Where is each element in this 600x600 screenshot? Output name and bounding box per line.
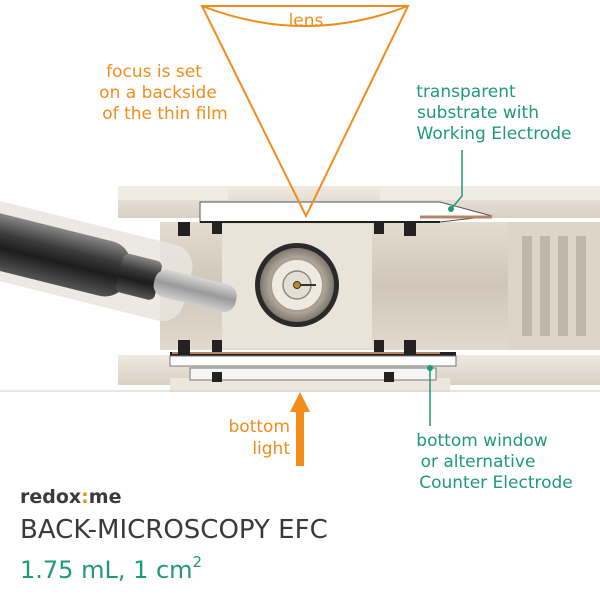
- bottom-window-line-2: or alternative: [421, 452, 536, 472]
- focus-label: focus is set on a backside of the thin f…: [99, 62, 228, 124]
- top-clamp-right: [404, 222, 416, 236]
- electrode-tip: [153, 269, 237, 313]
- reference-electrode: [0, 201, 237, 322]
- bottom-clamp-foot-right: [384, 372, 394, 382]
- lens-label: lens: [289, 11, 324, 31]
- focus-line-3: of the thin film: [102, 104, 227, 124]
- bottom-window: [169, 340, 457, 382]
- electrode-collar: [115, 253, 162, 300]
- bottom-clamp-right: [404, 340, 416, 354]
- top-clamp-mid-right: [374, 222, 384, 234]
- substrate-line-2: substrate with: [417, 103, 539, 123]
- product-spec: 1.75 mL, 1 cm2: [20, 553, 202, 584]
- focus-line-2: on a backside: [99, 83, 217, 103]
- bottom-clamp-left: [178, 340, 190, 354]
- substrate-label: transparent substrate with Working Elect…: [416, 82, 571, 144]
- bottom-light-line-2: light: [252, 439, 290, 459]
- bottom-window-line-3: Counter Electrode: [419, 473, 573, 493]
- bottom-window-leader-dot: [427, 365, 433, 371]
- bottom-window-label: bottom window or alternative Counter Ele…: [416, 431, 572, 493]
- focus-line-1: focus is set: [106, 62, 202, 82]
- lens-arc: [201, 5, 409, 27]
- substrate-line-3: Working Electrode: [417, 124, 572, 144]
- substrate-leader-dot: [448, 206, 454, 212]
- bottom-clamp-mid-right: [374, 340, 384, 352]
- bottom-light-line-1: bottom: [229, 417, 290, 437]
- product-spec-main: 1.75 mL, 1 cm: [20, 556, 193, 584]
- threaded-port: [508, 222, 600, 350]
- substrate-line-1: transparent: [416, 82, 516, 102]
- top-clamp-mid-left: [212, 222, 222, 234]
- bottom-window-line-1: bottom window: [416, 431, 547, 451]
- bottom-plate-lower: [170, 378, 450, 392]
- bottom-clamp-mid-left: [212, 340, 222, 352]
- top-clamp-left: [178, 222, 190, 236]
- lens-cone-group: [200, 5, 410, 219]
- bottom-light-label: bottom light: [229, 417, 291, 459]
- substrate-leader-line: [451, 150, 463, 209]
- arrow-up-icon: [290, 392, 310, 466]
- product-name: BACK-MICROSCOPY EFC: [20, 515, 328, 545]
- electrode-tube: [0, 211, 131, 297]
- product-spec-sup: 2: [193, 553, 203, 571]
- top-plate-step-right: [380, 186, 600, 200]
- bottom-clamp-foot-left: [212, 372, 222, 382]
- top-plate-step-left: [118, 186, 228, 200]
- top-substrate: [178, 201, 493, 236]
- brand-logo: redox:me: [20, 486, 121, 508]
- lens-cone: [200, 5, 410, 219]
- thread-grooves: [522, 236, 586, 336]
- electrode-port: [255, 243, 339, 327]
